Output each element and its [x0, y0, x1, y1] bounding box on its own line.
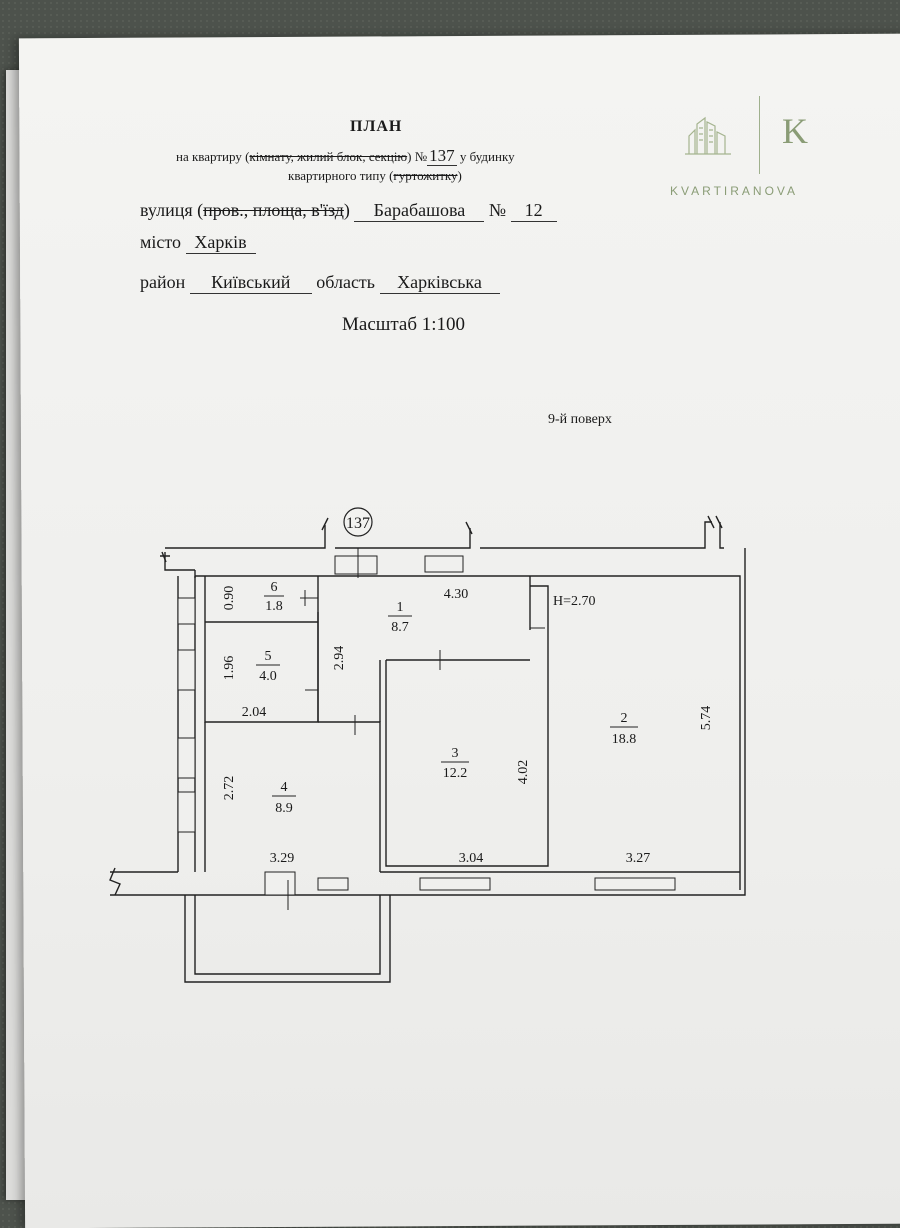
street-struck: пров., площа, в'їзд — [203, 200, 344, 220]
dim-room2-height: 5.74 — [699, 706, 714, 731]
ceiling-height-label: H=2.70 — [553, 594, 596, 609]
room-5-number: 5 — [265, 649, 272, 664]
logo-divider — [759, 96, 760, 174]
window-7 — [594, 877, 676, 891]
plan-title: ПЛАН — [350, 118, 403, 135]
entrance-door — [334, 555, 378, 575]
room-2-number: 2 — [621, 711, 628, 726]
brand-logo: K KVARTIRANOVA — [665, 96, 855, 206]
room-3-area: 12.2 — [443, 766, 468, 781]
street-row: вулиця (пров., площа, в'їзд) Барабашова … — [140, 200, 557, 222]
building-type-line: квартирного типу (гуртожитку) — [288, 168, 462, 184]
apartment-line-suffix: у будинку — [456, 149, 515, 164]
dim-room6-height: 0.90 — [222, 586, 237, 611]
region-value: Харківська — [379, 272, 500, 294]
room-4-number: 4 — [281, 780, 288, 795]
scale-label: Масштаб 1:100 — [342, 314, 466, 335]
plan-windows — [177, 555, 676, 896]
street-prefix: вулиця ( — [140, 200, 204, 220]
district-row: район Київський область Харківська — [140, 272, 500, 294]
room-6-number: 6 — [271, 580, 278, 595]
window-2 — [177, 649, 196, 691]
city-label: місто — [140, 232, 182, 252]
dim-room4-width: 3.29 — [270, 851, 295, 866]
city-row: місто Харків — [140, 232, 256, 254]
window-8 — [424, 555, 464, 573]
dim-room3-height: 4.02 — [516, 760, 531, 785]
room-2-area: 18.8 — [612, 732, 637, 747]
district-label: район — [140, 272, 186, 292]
room-1-number: 1 — [397, 600, 404, 615]
dim-room4-height: 2.72 — [222, 776, 237, 801]
dim-room1-width: 4.30 — [444, 587, 469, 602]
apartment-line-struck: кімнату, жилий блок, секцію — [249, 149, 408, 164]
window-6 — [419, 877, 491, 891]
room-3-number: 3 — [452, 746, 459, 761]
room-4-area: 8.9 — [275, 801, 293, 816]
building-type-suffix: ) — [457, 168, 462, 183]
room-labels: 6 1.8 5 4.0 1 8.7 2 18.8 3 12.2 4 8.9 — [256, 580, 638, 816]
apartment-line-prefix: на квартиру ( — [176, 149, 250, 164]
dim-room2-width: 3.27 — [626, 851, 651, 866]
building-type-prefix: квартирного типу ( — [288, 168, 394, 183]
dimension-labels: 4.30 H=2.70 2.04 3.04 3.27 3.29 0.90 1.9… — [222, 586, 714, 866]
street-value: Барабашова — [354, 200, 485, 222]
logo-letter: K — [782, 111, 808, 151]
window-5 — [317, 877, 349, 891]
plan-walls — [109, 515, 746, 983]
door-ticks — [287, 548, 545, 910]
floor-plan: 137 6 1.8 5 4.0 1 8.7 2 18.8 3 12.2 4 8.… — [109, 507, 746, 983]
house-label: № — [488, 200, 507, 220]
dim-room3-width: 3.04 — [459, 851, 484, 866]
logo-brand-name: KVARTIRANOVA — [670, 184, 799, 198]
balcony-door — [264, 871, 296, 896]
window-4 — [177, 791, 196, 833]
region-label: область — [316, 272, 376, 292]
district-value: Київський — [189, 272, 312, 294]
apartment-number: 137 — [427, 146, 457, 166]
window-3 — [177, 737, 196, 779]
dim-room5-width: 2.04 — [242, 705, 267, 720]
dim-room5-height: 1.96 — [222, 656, 237, 681]
room-1-area: 8.7 — [391, 620, 409, 635]
apartment-marker-circle — [343, 507, 373, 537]
room-6-area: 1.8 — [265, 599, 283, 614]
apartment-marker-number: 137 — [346, 515, 370, 532]
apartment-line-mid: ) № — [407, 149, 428, 164]
room-5-area: 4.0 — [259, 669, 277, 684]
building-type-struck: гуртожитку — [393, 168, 458, 183]
house-value: 12 — [510, 200, 557, 222]
city-value: Харків — [185, 232, 256, 254]
floor-label: 9-й поверх — [548, 412, 612, 427]
window-1 — [177, 597, 196, 625]
dim-room1-height: 2.94 — [332, 646, 347, 671]
street-suffix: ) — [343, 200, 350, 220]
apartment-line: на квартиру (кімнату, жилий блок, секцію… — [176, 146, 515, 166]
logo-building-icon — [685, 116, 731, 155]
